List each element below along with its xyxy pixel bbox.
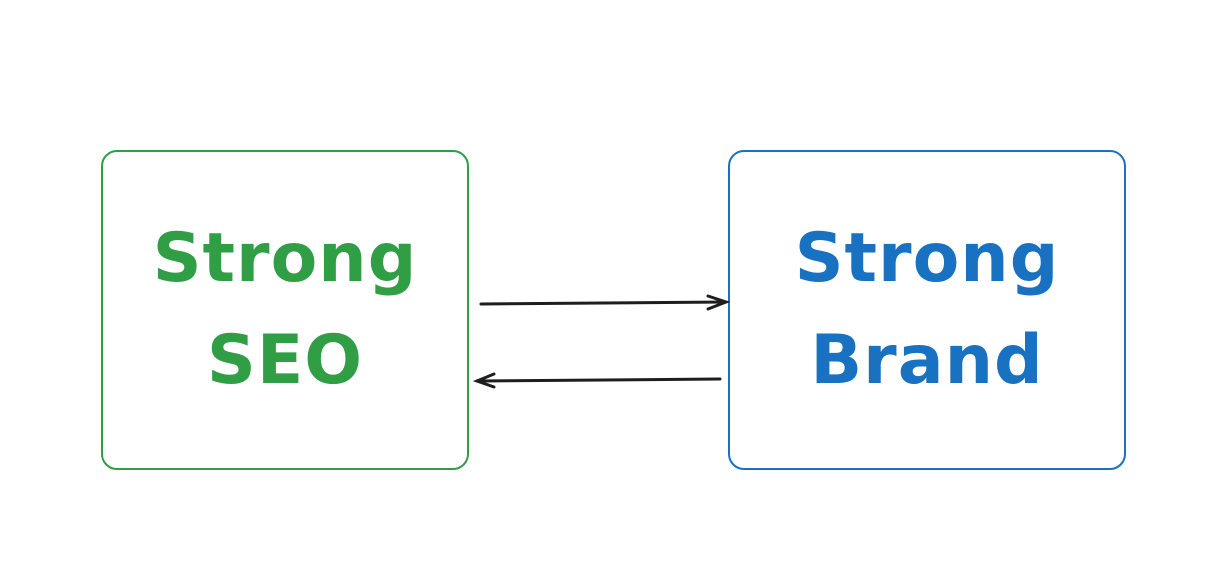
node-label: Strong SEO	[152, 219, 418, 400]
node-strong-brand[interactable]: Strong Brand	[728, 150, 1126, 470]
arrow-seo-to-brand[interactable]	[479, 294, 731, 311]
node-strong-seo[interactable]: Strong SEO	[101, 150, 469, 470]
arrow-brand-to-seo[interactable]	[472, 372, 722, 389]
node-label: Strong Brand	[794, 219, 1060, 400]
